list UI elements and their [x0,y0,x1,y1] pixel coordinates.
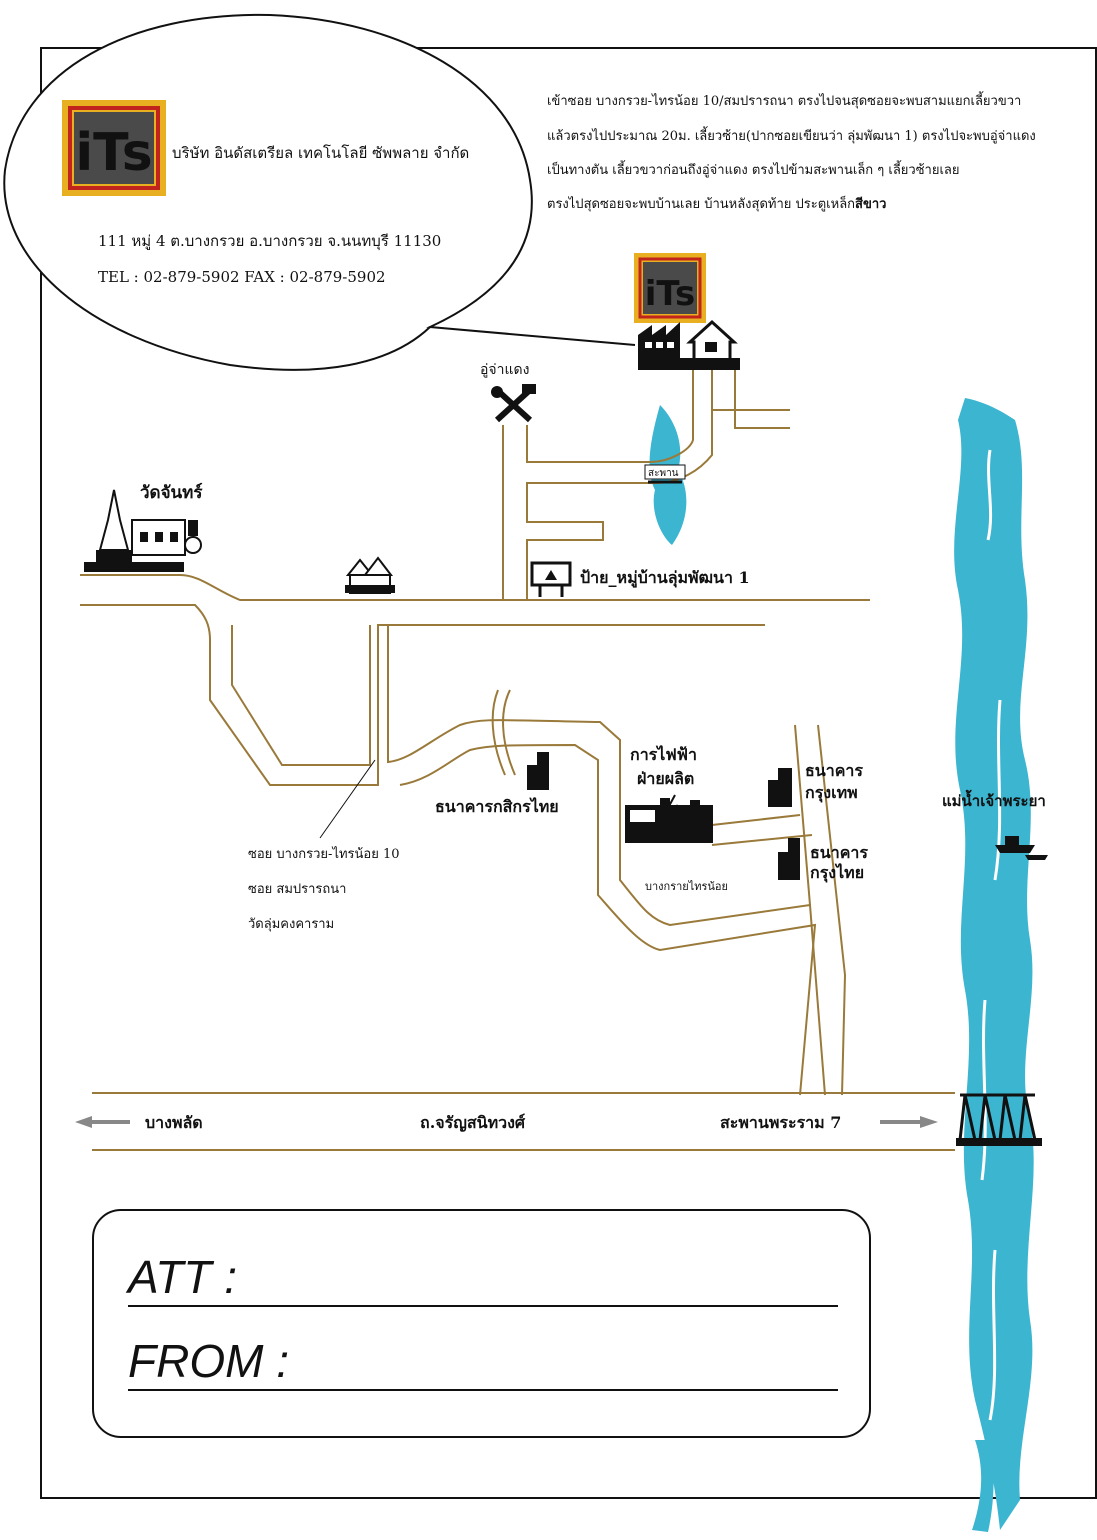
address-form-box [92,1209,871,1438]
village-sign-icon [530,561,572,597]
logo-text: iTs [75,123,152,183]
ktb-building-icon [778,838,800,880]
bbl-building-icon [768,768,792,807]
directions-line: ตรงไปสุดซอยจะพบบ้านเลย บ้านหลังสุดท้าย ป… [547,194,886,212]
directions-text: เข้าซอย บางกรวย-ไทรน้อย 10/สมปรารถนา ตรง… [547,91,1036,212]
power-plant-icon [625,794,713,843]
soi-label: วัดลุ่มคงคาราม [248,917,334,932]
bangkruai-road-label: บางกรายไทรน้อย [645,880,728,893]
company-name: บริษัท อินดัสเตรียล เทคโนโลยี ซัพพลาย จำ… [172,144,469,162]
bbl-label-line1: ธนาคาร [805,761,863,780]
rama7-bridge-icon [956,1093,1042,1146]
kbank-label: ธนาคารกสิกรไทย [435,797,559,816]
chao-phraya-river [954,398,1034,1532]
directions-line: เข้าซอย บางกรวย-ไทรน้อย 10/สมปรารถนา ตรง… [547,91,1021,109]
from-label: FROM : [128,1335,289,1387]
kbank-building-icon [527,752,549,790]
river-label: แม่น้ำเจ้าพระยา [942,789,1046,810]
soi-pointer-line [319,759,376,839]
directions-line-text: ตรงไปสุดซอยจะพบบ้านเลย บ้านหลังสุดท้าย ป… [547,194,855,212]
directions-white-highlight: สีขาว [855,196,886,212]
company-address: 111 หมู่ 4 ต.บางกรวย อ.บางกรวย จ.นนทบุรี… [98,232,441,251]
house-icon [680,319,740,370]
company-contact: TEL : 02-879-5902 FAX : 02-879-5902 [98,268,386,286]
rama7-bridge-label: สะพานพระราม 7 [720,1113,841,1132]
soi-label: ซอย บางกรวย-ไทรน้อย 10 [248,846,400,862]
soi-label: ซอย สมปรารถนา [248,882,346,897]
boat-icon [995,836,1048,860]
att-label: ATT : [125,1251,237,1303]
egat-label-line2: ฝ่ายผลิต [637,769,694,788]
directions-line: แล้วตรงไปประมาณ 20ม. เลี้ยวซ้าย(ปากซอยเข… [547,126,1036,144]
destination-logo-text: iTs [645,274,696,314]
egat-label-line1: การไฟฟ้า [630,745,697,764]
roads [80,368,955,1151]
factory-icon [638,322,680,370]
garage-label: อู่จ่าแดง [480,362,529,378]
main-road-arrows [75,1116,938,1128]
bang-phlat-label: บางพลัด [145,1113,203,1132]
small-bridge-label: สะพาน [648,468,679,479]
destination-its-logo: iTs [634,253,706,323]
charansanitwong-road-label: ถ.จรัญสนิทวงศ์ [420,1113,526,1133]
wrench-hammer-icon [491,384,536,423]
temple-label: วัดจันทร์ [140,482,203,503]
ktb-label-line2: กรุงไทย [810,863,864,883]
village-houses-icon [345,556,395,594]
bbl-label-line2: กรุงเทพ [805,783,858,803]
its-logo: iTs [62,100,166,196]
ktb-label-line1: ธนาคาร [810,843,868,862]
village-sign-label: ป้าย_หมู่บ้านลุ่มพัฒนา 1 [580,568,750,589]
temple-icon [84,489,202,572]
directions-line: เป็นทางตัน เลี้ยวขวาก่อนถึงอู่จ่าแดง ตรง… [547,160,960,178]
page-frame [40,47,1097,1499]
small-bridge-icon [644,464,686,484]
